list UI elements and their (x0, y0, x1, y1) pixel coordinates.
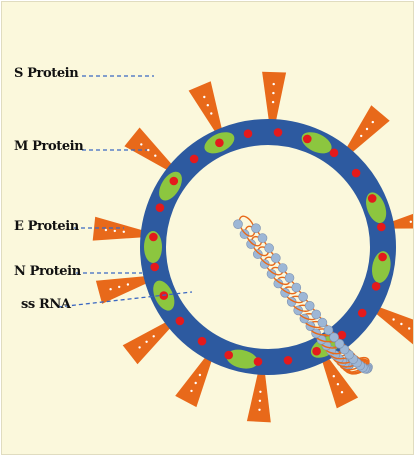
spike-stem (135, 279, 141, 285)
spike-dot (118, 286, 120, 288)
n-protein (258, 234, 267, 243)
n-protein (240, 230, 249, 239)
e-protein (372, 282, 381, 291)
e-protein (330, 149, 339, 158)
spike-stem (270, 109, 276, 115)
spike-dot (408, 327, 410, 329)
n-protein (318, 318, 327, 327)
spike-dot (341, 391, 343, 393)
spike-protein (123, 320, 173, 364)
spike-protein (247, 370, 271, 423)
n-protein (285, 273, 294, 282)
spike-dot (259, 400, 261, 402)
ss-rna-label: ss RNA (21, 297, 71, 312)
s-protein-label: S Protein (14, 66, 78, 81)
e-protein (284, 356, 293, 365)
spike-dot (154, 155, 156, 157)
spike-dot (153, 335, 155, 337)
spike-dot (258, 409, 260, 411)
e-protein (170, 177, 179, 186)
spike-protein (262, 72, 286, 125)
e-protein (190, 155, 199, 164)
e-protein (358, 309, 367, 318)
spike-dot (114, 230, 116, 232)
spike-stem (352, 141, 358, 147)
spike-dot (203, 96, 205, 98)
e-protein (368, 194, 377, 203)
spike-stem (398, 221, 404, 227)
spike-protein (93, 217, 146, 241)
spike-dot (190, 390, 192, 392)
spike-stem (212, 120, 218, 126)
spike-dot (140, 143, 142, 145)
spike-dot (400, 323, 402, 325)
spike-stem (159, 327, 165, 333)
spike-dot (207, 104, 209, 106)
e-protein (254, 357, 263, 366)
spike-dot (199, 374, 201, 376)
n-protein (324, 326, 333, 335)
e-protein (176, 317, 185, 326)
spike-dot (138, 346, 140, 348)
e-protein-label: E Protein (14, 219, 79, 234)
spike-dot (272, 92, 274, 94)
e-protein (150, 263, 159, 272)
n-protein (234, 220, 243, 229)
spike-dot (145, 341, 147, 343)
e-protein (378, 253, 387, 262)
n-protein (265, 244, 274, 253)
n-protein (305, 301, 314, 310)
spike-dot (195, 382, 197, 384)
spike-dot (147, 149, 149, 151)
spike-dot (273, 83, 275, 85)
e-protein (303, 135, 312, 144)
e-protein (244, 129, 253, 138)
n-protein (312, 310, 321, 319)
e-protein (149, 233, 158, 242)
spike-dot (366, 128, 368, 130)
e-protein (274, 128, 283, 137)
spike-dot (410, 221, 412, 223)
n-protein (252, 224, 261, 233)
spike-dot (392, 318, 394, 320)
spike-stem (131, 230, 137, 236)
spike-dot (372, 121, 374, 123)
e-protein (377, 223, 386, 232)
spike-dot (272, 101, 274, 103)
spike-dot (210, 112, 212, 114)
spike-stem (258, 379, 264, 385)
spike-protein (175, 354, 213, 407)
e-protein (224, 351, 233, 360)
spike-protein (373, 306, 414, 345)
spike-protein (189, 81, 223, 135)
spike-stem (202, 363, 208, 369)
n-protein (271, 254, 280, 263)
spike-stem (382, 312, 388, 318)
e-protein (312, 347, 321, 356)
spike-dot (259, 391, 261, 393)
n-protein (299, 292, 308, 301)
spike-stem (160, 159, 166, 165)
spike-dot (127, 283, 129, 285)
spike-dot (109, 288, 111, 290)
spike-dot (360, 135, 362, 137)
spike-stem (326, 364, 332, 370)
e-protein (198, 337, 207, 346)
e-protein (215, 139, 224, 148)
spike-dot (105, 229, 107, 231)
n-protein (292, 283, 301, 292)
n-protein-label: N Protein (14, 264, 81, 279)
spike-dot (337, 383, 339, 385)
n-protein (278, 264, 287, 273)
spike-dot (123, 231, 125, 233)
spike-dot (333, 375, 335, 377)
e-protein (156, 203, 165, 212)
m-protein-label: M Protein (14, 139, 83, 154)
e-protein (352, 169, 361, 178)
